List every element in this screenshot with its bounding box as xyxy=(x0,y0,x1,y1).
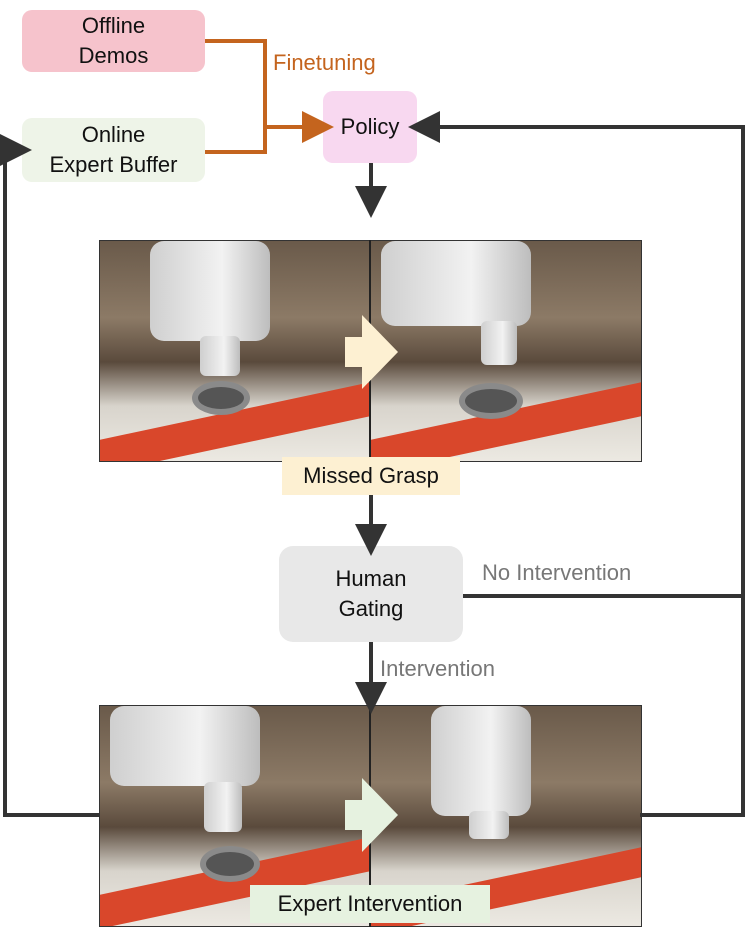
gripper-fingers-image xyxy=(200,336,240,376)
human-gating-label: Human Gating xyxy=(335,566,407,621)
policy-label: Policy xyxy=(340,114,400,140)
gripper-image xyxy=(110,706,260,786)
no-intervention-edge xyxy=(408,111,745,598)
keyring-image xyxy=(459,383,523,419)
transition-arrow-bottom xyxy=(345,778,398,852)
transition-arrow-top xyxy=(345,315,398,389)
human-gating-node: Human Gating xyxy=(279,546,463,642)
intervention-label: Intervention xyxy=(380,656,495,681)
missed-grasp-caption: Missed Grasp xyxy=(282,457,460,495)
gripper-fingers-image xyxy=(469,811,509,839)
missed-grasp-photo-before xyxy=(99,240,371,462)
offline-demos-node: Offline Demos xyxy=(22,10,205,72)
finetuning-edge-online xyxy=(205,127,267,154)
missed-grasp-photo-after xyxy=(370,240,642,462)
policy-node: Policy xyxy=(323,91,417,163)
finetuning-edge-offline xyxy=(205,39,267,127)
keyring-image xyxy=(200,846,260,882)
no-intervention-label: No Intervention xyxy=(482,560,632,585)
gripper-image xyxy=(150,241,270,341)
online-expert-buffer-label: Online Expert Buffer xyxy=(49,122,178,177)
finetuning-label: Finetuning xyxy=(273,50,376,75)
online-expert-buffer-node: Online Expert Buffer xyxy=(22,118,205,182)
intervention-to-policy-edge xyxy=(640,596,745,817)
gripper-fingers-image xyxy=(204,782,242,832)
offline-demos-label: Offline Demos xyxy=(78,13,149,68)
intervention-to-buffer-edge xyxy=(0,134,99,817)
gripper-image xyxy=(431,706,531,816)
gripper-image xyxy=(381,241,531,326)
gripper-fingers-image xyxy=(481,321,517,365)
expert-intervention-caption: Expert Intervention xyxy=(250,885,490,923)
keyring-image xyxy=(192,381,250,415)
